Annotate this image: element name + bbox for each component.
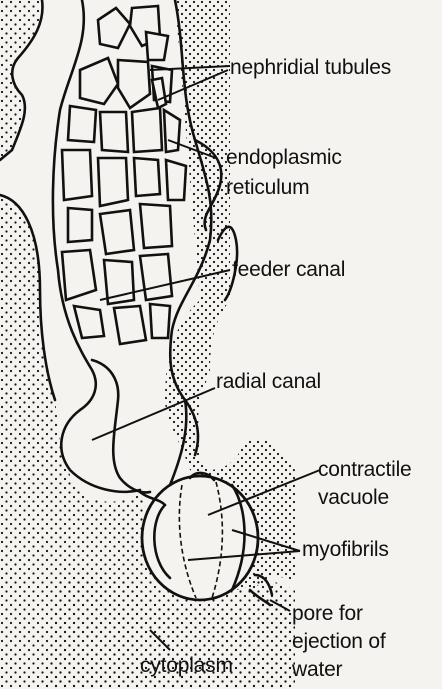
nephridial-tubules-network	[62, 6, 186, 344]
label-nephridial-tubules: nephridial tubules	[230, 56, 391, 80]
label-contractile-line2: vacuole	[318, 486, 389, 510]
cytoplasm-region	[0, 0, 295, 689]
label-pore-line3: water	[292, 658, 342, 682]
label-myofibrils: myofibrils	[302, 538, 389, 562]
label-pore-line2: ejection of	[292, 630, 386, 654]
label-feeder-canal: feeder canal	[232, 258, 345, 282]
label-contractile-line1: contractile	[318, 458, 412, 482]
label-radial-canal: radial canal	[216, 370, 321, 394]
label-endoplasmic-line1: endoplasmic	[226, 146, 342, 170]
label-pore-line1: pore for	[292, 602, 363, 626]
label-endoplasmic-line2: reticulum	[226, 176, 309, 200]
label-cytoplasm: cytoplasm	[140, 654, 233, 678]
